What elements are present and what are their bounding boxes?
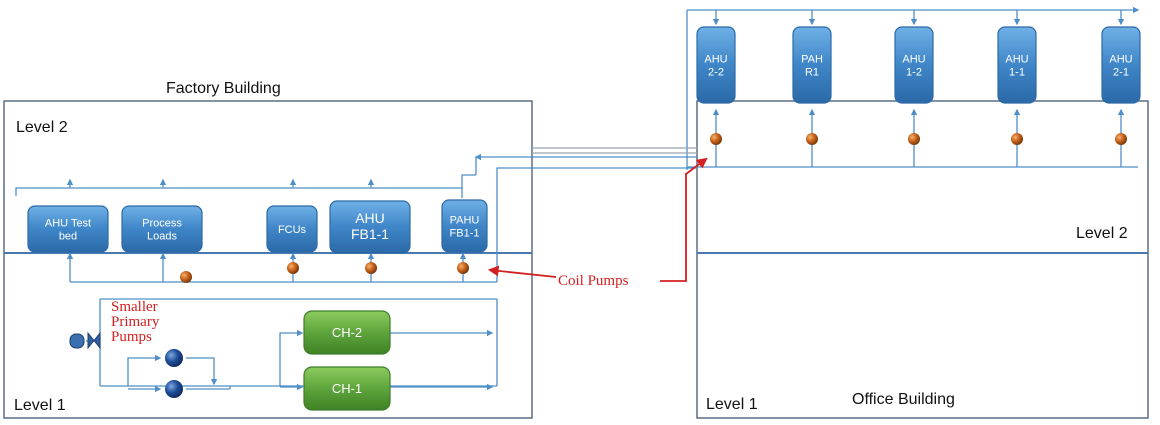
pump-icon bbox=[180, 271, 192, 283]
unit-label: AHU bbox=[1109, 54, 1132, 66]
office-building-title: Office Building bbox=[852, 391, 955, 408]
factory-building-title: Factory Building bbox=[166, 80, 281, 97]
pump-icon bbox=[806, 133, 818, 145]
unit-label: AHU Test bbox=[45, 218, 91, 230]
unit-label: 1-1 bbox=[1009, 67, 1025, 79]
unit-box bbox=[997, 26, 1037, 104]
unit-label: FB1-1 bbox=[450, 228, 480, 240]
unit-label: 2-1 bbox=[1113, 67, 1129, 79]
pump-icon bbox=[287, 262, 299, 274]
chiller-ch-2[interactable]: CH-2 bbox=[303, 310, 391, 355]
unit-box bbox=[121, 205, 203, 253]
factory-building-outline bbox=[3, 100, 533, 419]
factory-coil-pumps bbox=[180, 262, 469, 283]
unit-label: AHU bbox=[902, 54, 925, 66]
pump-icon bbox=[1115, 133, 1127, 145]
unit-box bbox=[329, 200, 411, 254]
coil-pumps-label: Coil Pumps bbox=[558, 273, 629, 289]
unit-label: R1 bbox=[805, 67, 819, 79]
factory-units-group: AHU TestbedProcessLoadsFCUsAHUFB1-1PAHUF… bbox=[27, 199, 488, 254]
pump-icon bbox=[908, 133, 920, 145]
unit-box bbox=[792, 26, 832, 104]
chiller-ch-2-label: CH-2 bbox=[332, 325, 362, 340]
unit-label: Process bbox=[142, 218, 182, 230]
office-level-1-label: Level 1 bbox=[706, 396, 758, 413]
svg-text:Smaller: Smaller bbox=[111, 299, 158, 315]
office-building-outline bbox=[696, 100, 1149, 419]
factory-level-2-label: Level 2 bbox=[16, 119, 68, 136]
unit-label: 2-2 bbox=[708, 67, 724, 79]
unit-box bbox=[894, 26, 934, 104]
unit-box bbox=[1101, 26, 1141, 104]
unit-fcus[interactable]: FCUs bbox=[266, 205, 318, 253]
unit-label: 1-2 bbox=[906, 67, 922, 79]
unit-label: PAH bbox=[801, 54, 823, 66]
unit-box bbox=[266, 205, 318, 253]
pump-icon bbox=[1011, 133, 1023, 145]
office-level-2-label: Level 2 bbox=[1076, 225, 1128, 242]
unit-label: AHU bbox=[355, 210, 385, 226]
unit-label: PAHU bbox=[450, 215, 480, 227]
primary-pumps-label: Smaller Primary Pumps bbox=[111, 299, 160, 345]
pump-icon bbox=[457, 262, 469, 274]
unit-label: Loads bbox=[147, 231, 177, 243]
office-coil-pumps bbox=[710, 133, 1127, 145]
unit-label: FCUs bbox=[278, 224, 307, 236]
factory-level-1-label: Level 1 bbox=[14, 397, 66, 414]
svg-text:Primary: Primary bbox=[111, 314, 160, 330]
primary-pumps bbox=[165, 349, 183, 398]
coil-pumps-annotation: Coil Pumps bbox=[487, 157, 708, 289]
unit-box bbox=[441, 199, 488, 253]
inter-building-pipes bbox=[474, 147, 697, 182]
unit-label: FB1-1 bbox=[351, 226, 389, 242]
chiller-ch-1[interactable]: CH-1 bbox=[303, 366, 391, 411]
pump-icon bbox=[365, 262, 377, 274]
unit-label: bed bbox=[59, 231, 77, 243]
primary-pump-icon bbox=[165, 380, 183, 398]
unit-box bbox=[27, 205, 109, 253]
unit-label: AHU bbox=[704, 54, 727, 66]
expansion-tank-valve-icon bbox=[69, 331, 101, 350]
chiller-ch-1-label: CH-1 bbox=[332, 381, 362, 396]
unit-box bbox=[696, 26, 736, 104]
unit-label: AHU bbox=[1005, 54, 1028, 66]
svg-text:Pumps: Pumps bbox=[111, 329, 152, 345]
primary-pump-icon bbox=[165, 349, 183, 367]
pump-icon bbox=[710, 133, 722, 145]
